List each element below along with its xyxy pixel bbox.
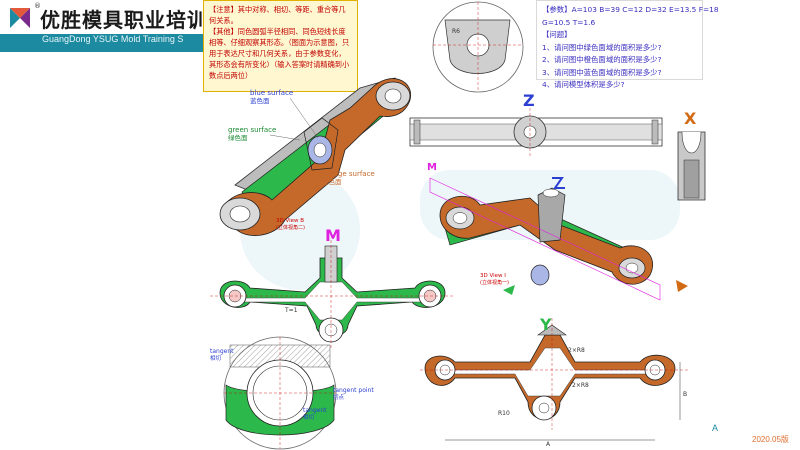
question-4: 4、请问模型体积是多少? <box>542 80 625 89</box>
view-x-letter: X <box>684 109 697 128</box>
dim-t1: T=1 <box>284 307 298 314</box>
z-axis-arrow-icon <box>552 177 565 189</box>
blue-surface-label: blue surface <box>250 89 293 97</box>
dim-a: A <box>546 441 551 448</box>
view-m-letter: M <box>325 226 341 245</box>
view-i-title-cn: (立体视角一) <box>480 279 509 286</box>
view-b-model <box>219 77 412 236</box>
green-surface-label-cn: 绿色面 <box>228 133 248 142</box>
question-2: 2、请问图中橙色面域的面积是多少? <box>542 55 662 64</box>
blue-surface-label-cn: 蓝色面 <box>250 96 270 105</box>
green-surface-label: green surface <box>228 126 276 134</box>
tangent-label-2-cn: 相切 <box>303 413 315 421</box>
page-marker: A <box>712 423 719 433</box>
note-line-1: 【注意】其中对称、相切、等距、重合等几何关系。 <box>209 5 346 25</box>
y-axis-arrow-icon <box>503 285 515 295</box>
note-line-2: 【其他】同色圆弧半径相同、同色短线长度相等、仔细观察其形态。（图面为示意图，只用… <box>209 27 350 80</box>
view-b-title: 3D View B <box>276 218 304 224</box>
top-detail-view: R6 <box>432 1 524 93</box>
view-i-labels: M 3D View I (立体视角一) <box>427 162 688 295</box>
tangent-point-label: tangent point <box>333 387 374 394</box>
z-view <box>409 108 663 156</box>
svg-text:R6: R6 <box>452 28 460 35</box>
orange-surface-label-cn: 橙色面 <box>322 177 342 186</box>
x-view <box>677 131 706 201</box>
brand-strip <box>0 34 210 52</box>
view-i-title: 3D View I <box>480 273 506 279</box>
school-logo-icon <box>10 8 30 28</box>
brand-name-en: GuangDong YSUG Mold Training S <box>42 34 184 44</box>
dim-2xr8-upper: 2×R8 <box>568 347 585 354</box>
x-axis-arrow-icon <box>676 280 688 292</box>
view-i-model <box>429 177 661 301</box>
parameter-box: 【参数】A=103 B=39 C=12 D=32 E=13.5 F=18 G=1… <box>536 0 719 89</box>
edition-year: 2020.05版 <box>752 435 789 444</box>
bottom-detail-labels: tangent 相切 tangent point 切点 tangent 相切 <box>210 348 374 421</box>
tangent-label-2: tangent <box>303 407 327 414</box>
dim-r10: R10 <box>498 410 510 417</box>
brand-name: 优胜模具职业培训学 <box>40 8 229 32</box>
dim-b: B <box>683 391 687 398</box>
orange-surface-label: orange surface <box>322 170 375 178</box>
tangent-label-1: tangent <box>210 348 234 355</box>
view-i-m-letter: M <box>427 162 437 173</box>
tangent-label-1-cn: 相切 <box>210 354 222 362</box>
y-view <box>420 318 690 441</box>
registered-mark: ® <box>34 2 41 10</box>
y-view-labels: Y 2×R8 2×R8 R10 B A <box>498 315 687 448</box>
view-b-labels: blue surface 蓝色面 green surface 绿色面 orang… <box>228 89 375 231</box>
question-header: 【问题】 <box>542 30 572 39</box>
question-3: 3、请问图中蓝色面域的面积是多少? <box>542 67 662 77</box>
note-box: 【注意】其中对称、相切、等距、重合等几何关系。 【其他】同色圆弧半径相同、同色短… <box>203 0 358 92</box>
view-b-title-cn: (立体视角二) <box>276 224 305 231</box>
dim-2xr8-lower: 2×R8 <box>572 382 589 389</box>
param-line-1: 【参数】A=103 B=39 C=12 D=32 E=13.5 F=18 <box>542 5 719 14</box>
view-z-letter: Z <box>523 91 535 110</box>
m-front-view <box>210 240 455 350</box>
tangent-point-label-cn: 切点 <box>333 394 345 401</box>
bottom-detail-view <box>223 336 337 450</box>
param-line-2: G=10.5 T=1.6 <box>542 17 596 27</box>
view-y-letter: Y <box>539 315 552 334</box>
question-1: 1、请问图中绿色面域的面积是多少? <box>542 42 662 52</box>
m-front-labels: M T=1 <box>284 226 341 314</box>
